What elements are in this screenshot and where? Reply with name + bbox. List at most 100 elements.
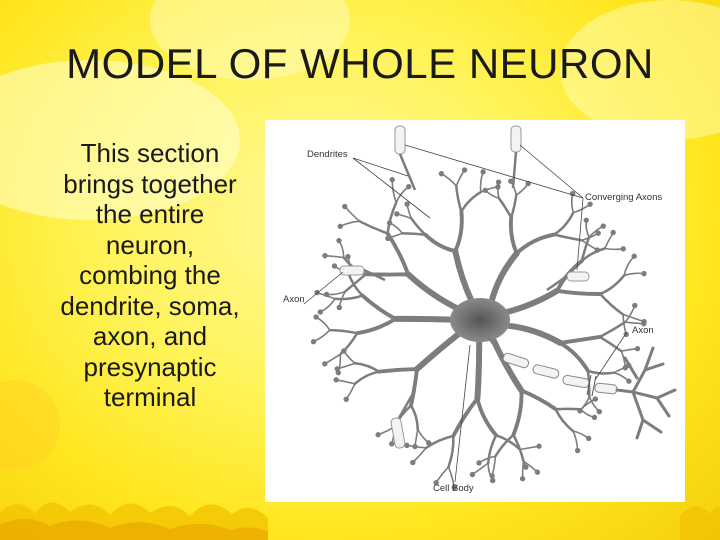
dendrite-branch	[401, 232, 427, 237]
dendrite-branch	[499, 287, 561, 317]
slide-title: MODEL OF WHOLE NEURON	[66, 40, 654, 87]
cell-body-label: Cell Body	[433, 483, 474, 494]
dendrite-branch	[338, 239, 345, 259]
spine-knob	[345, 254, 351, 260]
spine-knob	[592, 396, 598, 402]
spine-knob	[489, 473, 495, 479]
dendrite-branch	[558, 334, 602, 345]
dendrite-branch	[475, 396, 499, 438]
spine-knob	[632, 302, 638, 309]
body-line: terminal	[103, 382, 197, 412]
dendrite-branch	[612, 371, 630, 382]
spine-knob	[314, 289, 320, 296]
dendrite-branch	[598, 335, 623, 353]
dendrite-branch	[622, 313, 627, 336]
dendrite-branch	[328, 328, 359, 335]
dendrite-branch	[511, 388, 524, 437]
dendrite-branch	[486, 434, 498, 465]
dendrite-branch	[353, 370, 381, 386]
dendrite-branch	[491, 455, 497, 477]
dendrite-branch	[386, 201, 398, 235]
dendrite-branch	[392, 315, 459, 323]
spine-knob	[387, 220, 393, 226]
spine-knob	[586, 435, 592, 441]
spine-knob	[490, 477, 496, 484]
grass-decoration	[0, 502, 720, 540]
dendrite-branch	[452, 248, 476, 306]
body-line: presynaptic	[83, 351, 217, 382]
dendrite-branch	[521, 460, 525, 480]
spine-knob	[341, 348, 347, 354]
spine-knob	[313, 314, 319, 320]
spine-knob	[451, 484, 457, 491]
spine-knob	[335, 370, 341, 376]
spine-knob	[412, 443, 418, 450]
dendrite-branch	[479, 171, 484, 193]
dendrite-branch	[324, 353, 342, 365]
spine-knob	[482, 187, 488, 193]
dendrite-branch	[324, 254, 345, 259]
spine-knob	[322, 361, 328, 367]
neuron-diagram: Dendrites Converging Axons Axon Axon Cel…	[265, 120, 685, 502]
dendrite-branch	[455, 184, 463, 213]
spine-knob	[596, 409, 602, 415]
dendrite-branch	[509, 193, 518, 219]
dendrite-branch	[474, 335, 483, 402]
spine-knob	[310, 339, 317, 345]
spine-knob	[480, 169, 486, 175]
dendrite-branch	[345, 383, 356, 401]
spine-knob	[324, 291, 330, 297]
axon-terminal	[487, 336, 677, 440]
dendrite-branch	[319, 298, 336, 313]
spine-knob	[336, 238, 342, 244]
spine-knob	[520, 476, 526, 482]
dendrites-label: Dendrites	[307, 149, 348, 160]
spine-knob	[626, 378, 632, 384]
dendrite-branch	[599, 274, 626, 296]
spine-knob	[342, 203, 348, 210]
dendrite-branch	[412, 447, 427, 464]
body-line: brings together	[63, 168, 237, 199]
spine-knob	[641, 319, 647, 325]
dendrite-branch	[325, 290, 347, 296]
dendrite-branch	[315, 316, 331, 331]
dendrite-branch	[455, 169, 466, 187]
spine-knob	[406, 184, 412, 190]
spine-knob	[496, 179, 502, 185]
spine-knob	[495, 184, 501, 190]
cell-body-shape	[450, 298, 510, 342]
dendrite-branch	[623, 272, 645, 277]
spine-knob	[394, 211, 400, 217]
spine-knob	[587, 201, 593, 207]
spine-knob	[389, 177, 395, 183]
dendrite-branch	[385, 231, 411, 277]
spine-knob	[610, 229, 616, 236]
dendrite-branch	[312, 329, 331, 343]
axon-right-label: Axon	[632, 325, 654, 336]
spine-knob	[334, 366, 340, 372]
spine-knob	[433, 480, 439, 486]
spine-knob	[594, 247, 600, 253]
spine-knob	[634, 346, 641, 352]
converging-axons-label: Converging Axons	[585, 192, 663, 203]
axon-myelin	[502, 352, 618, 395]
dendrite-branch	[353, 361, 381, 373]
dendrite-branch	[335, 379, 356, 385]
dendrite-branch	[409, 404, 419, 431]
neuron-illustration	[303, 125, 677, 491]
body-line: dendrite, soma,	[60, 290, 240, 321]
dendrite-branch	[555, 288, 603, 296]
spine-knob	[595, 230, 601, 236]
spine-knob	[534, 469, 540, 475]
spine-knob	[575, 447, 581, 454]
spine-knob	[476, 460, 482, 466]
dendrite-branch	[624, 304, 636, 323]
spine-knob	[583, 217, 589, 223]
dendrite-branch	[603, 231, 614, 250]
dendrite-branch	[580, 247, 606, 263]
spine-knob	[322, 253, 328, 259]
spine-knob	[385, 235, 391, 241]
dendrite-branch	[494, 434, 522, 451]
dendrite-branch	[355, 316, 398, 336]
spine-knob	[343, 396, 349, 402]
